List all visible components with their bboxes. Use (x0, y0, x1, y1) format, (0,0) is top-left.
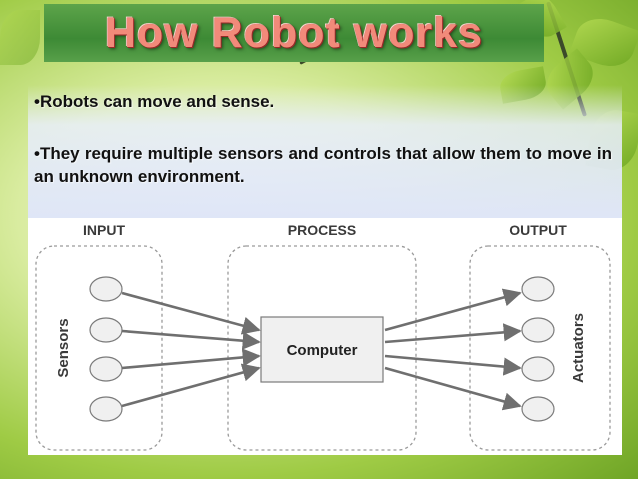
input-stage-label: INPUT (83, 222, 125, 238)
input-arrow (121, 363, 261, 408)
computer-box (260, 316, 384, 383)
actuator-node (521, 356, 555, 382)
actuator-nodes (521, 276, 555, 422)
actuators-label: Actuators (570, 313, 587, 383)
output-arrow (384, 354, 522, 376)
sensor-node (89, 276, 123, 302)
input-group-box (35, 245, 163, 451)
sensor-nodes (89, 276, 123, 422)
actuator-node (521, 276, 555, 302)
title-bar (44, 4, 544, 62)
output-arrow (384, 323, 522, 344)
sensor-node (89, 396, 123, 422)
input-arrows (121, 291, 261, 408)
bullet-item-2: •They require multiple sensors and contr… (34, 144, 612, 186)
actuator-node (521, 396, 555, 422)
bullet-textbox (28, 85, 622, 218)
input-arrow (121, 329, 261, 350)
output-arrows (384, 288, 522, 411)
actuator-node (521, 317, 555, 343)
sensor-node (89, 356, 123, 382)
input-arrow (121, 291, 261, 335)
diagram-svg: INPUT PROCESS OUTPUT Sensors Actuators C… (35, 222, 611, 451)
sensor-node (89, 317, 123, 343)
output-arrow (384, 288, 522, 332)
output-stage-label: OUTPUT (509, 222, 567, 238)
robot-process-diagram: INPUT PROCESS OUTPUT Sensors Actuators C… (28, 218, 622, 455)
output-arrow (384, 366, 522, 411)
slide-title: How Robot works (104, 8, 484, 57)
computer-label: Computer (287, 342, 358, 359)
bullet-item-1: •Robots can move and sense. (34, 92, 275, 111)
input-arrow (121, 348, 261, 370)
sensors-label: Sensors (55, 318, 72, 377)
process-stage-label: PROCESS (288, 222, 356, 238)
